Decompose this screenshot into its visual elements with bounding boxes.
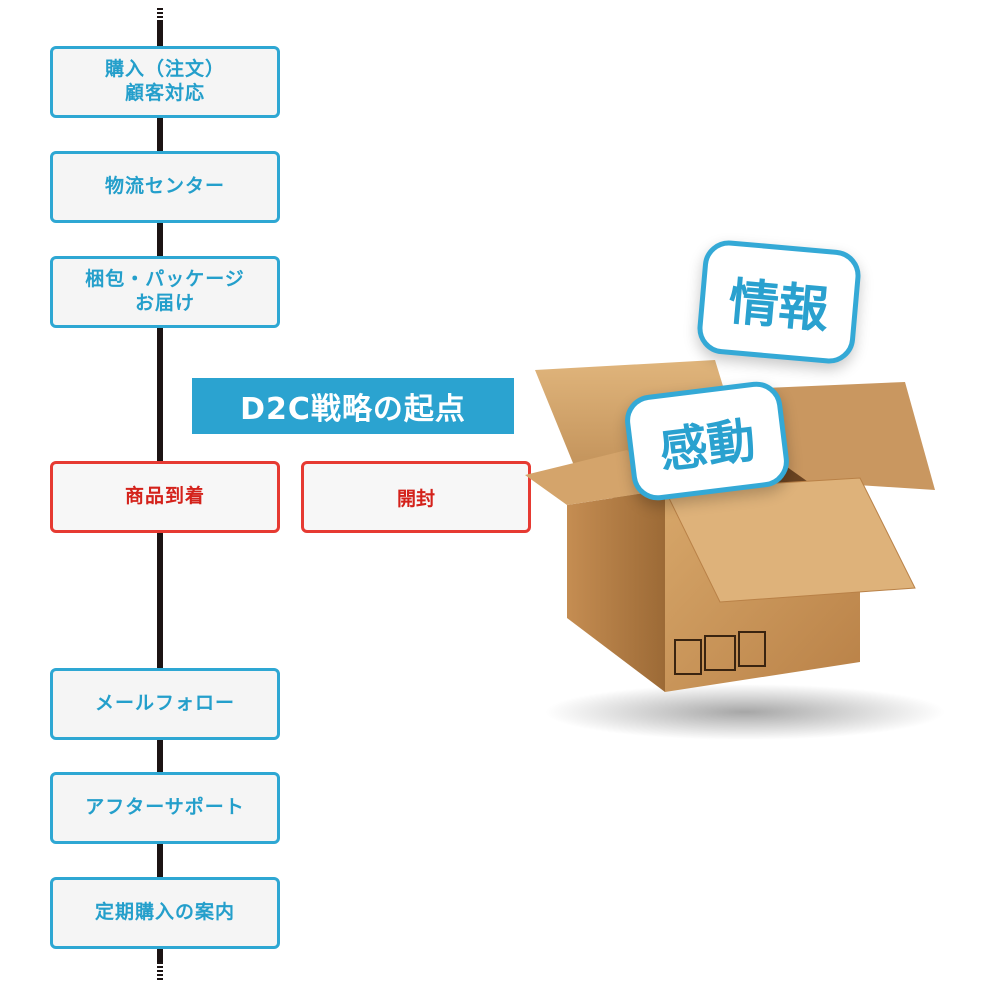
handling-symbols <box>674 631 766 675</box>
timeline-dashes-bottom <box>157 962 163 982</box>
step-mail-follow: メールフォロー <box>50 668 280 740</box>
strategy-banner: D2C戦略の起点 <box>192 378 514 434</box>
step-mail-follow-label: メールフォロー <box>94 692 235 715</box>
tag-emotion: 感動 <box>622 378 792 504</box>
tag-information: 情報 <box>695 238 863 366</box>
step-packaging-line-2: お届け <box>134 292 195 314</box>
box-front-flap <box>664 477 916 603</box>
step-purchase: 購入（注文） 顧客対応 <box>50 46 280 118</box>
step-subscription: 定期購入の案内 <box>50 877 280 949</box>
step-purchase-line-1: 購入（注文） <box>104 58 225 81</box>
keep-dry-symbol <box>704 635 736 671</box>
step-packaging-line-1: 梱包・パッケージ <box>85 268 245 291</box>
box-back-right-flap <box>765 382 935 490</box>
step-purchase-line-2: 顧客対応 <box>124 82 205 104</box>
tag-emotion-label: 感動 <box>656 412 759 480</box>
box-shadow <box>545 684 945 740</box>
step-after-support-label: アフターサポート <box>85 796 245 819</box>
step-after-support: アフターサポート <box>50 772 280 844</box>
timeline-dashes-top <box>157 8 163 28</box>
step-logistics: 物流センター <box>50 151 280 223</box>
box-left-side <box>567 490 665 692</box>
step-unboxing-label: 開封 <box>396 487 435 510</box>
step-subscription-label: 定期購入の案内 <box>94 901 235 924</box>
step-arrival-label: 商品到着 <box>124 485 205 508</box>
fragile-symbol <box>738 631 766 667</box>
step-packaging: 梱包・パッケージ お届け <box>50 256 280 328</box>
cardboard-box-illustration <box>525 360 945 740</box>
this-way-up-symbol <box>674 639 702 675</box>
step-logistics-label: 物流センター <box>104 175 225 198</box>
step-arrival: 商品到着 <box>50 461 280 533</box>
step-unboxing: 開封 <box>301 461 531 533</box>
tag-information-label: 情報 <box>726 272 831 340</box>
